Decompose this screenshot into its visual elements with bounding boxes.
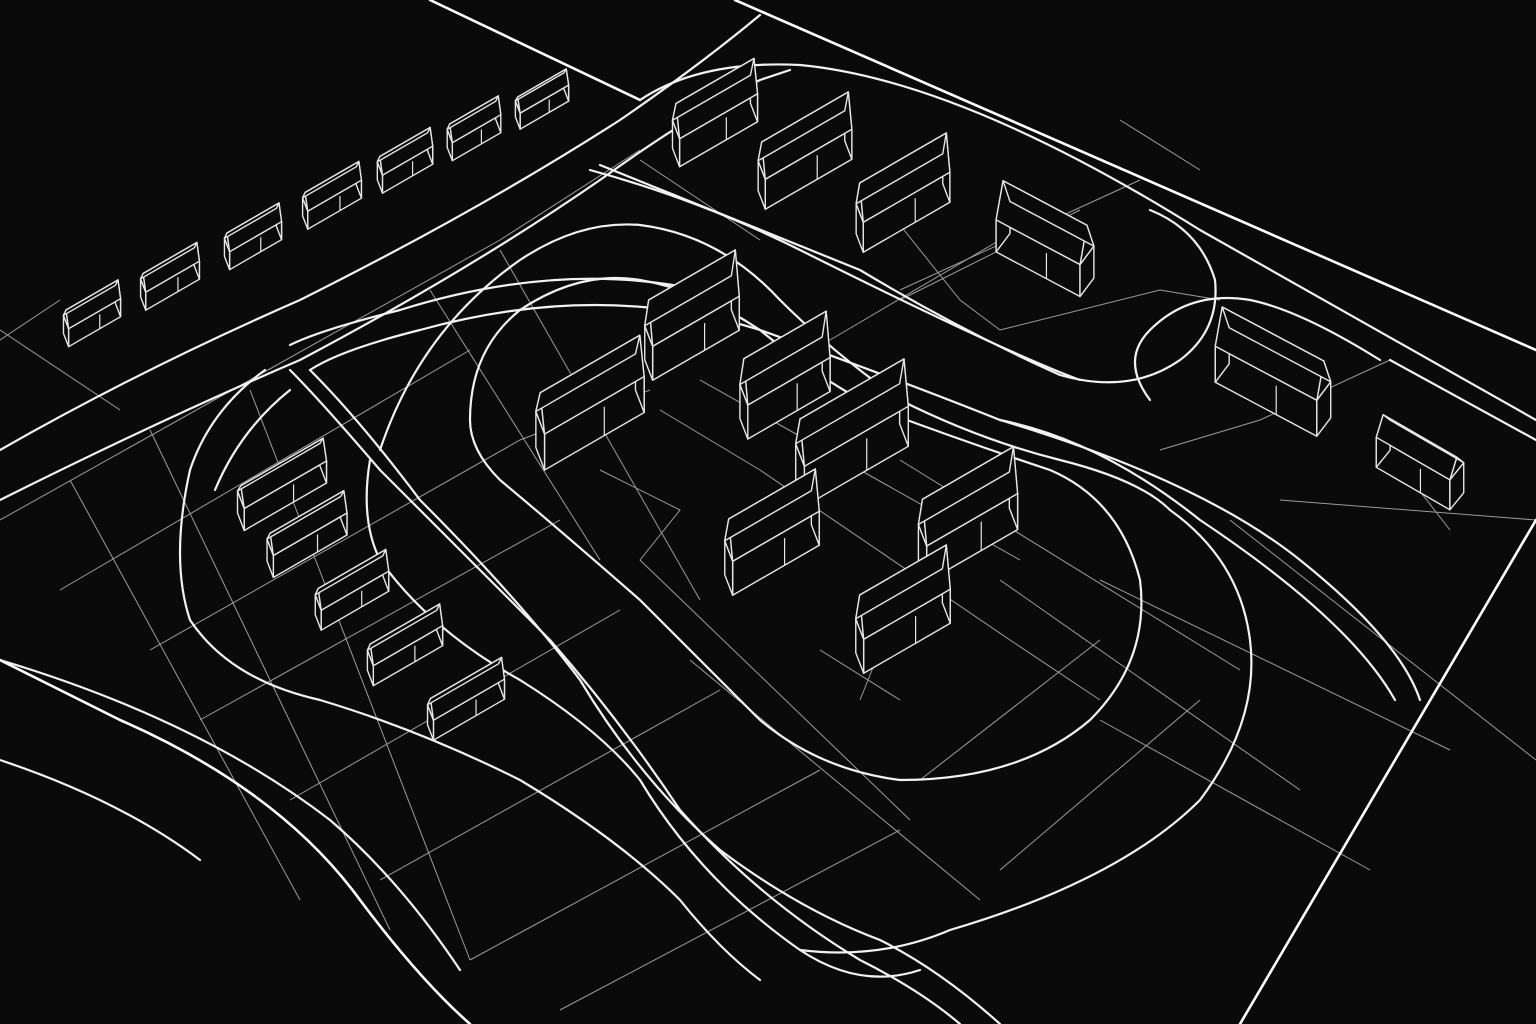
house-5 [376, 126, 434, 194]
southwest-road [0, 658, 462, 972]
parcel-edge-left [0, 658, 472, 1024]
east-road-curb-north [308, 303, 1422, 702]
house-21 [236, 437, 328, 532]
house-3 [223, 202, 283, 271]
cul-de-sac-right [1133, 296, 1382, 402]
house-14 [644, 249, 740, 381]
west-block-road-inner [213, 388, 292, 492]
main-road-curb-north [0, 13, 762, 452]
house-22 [266, 490, 348, 579]
house-23 [314, 548, 390, 631]
house-1 [62, 279, 122, 348]
house-24 [366, 603, 444, 687]
house-10 [855, 132, 951, 253]
house-15 [739, 310, 831, 440]
house-20 [724, 468, 820, 596]
south-road-lower [0, 758, 202, 862]
house-9 [757, 91, 853, 210]
house-18 [855, 544, 951, 674]
house-11 [995, 180, 1095, 298]
house-6 [446, 95, 502, 162]
parcel-edge-right [1238, 518, 1536, 1024]
house-8 [671, 57, 759, 168]
upper-loop-road-inner-2 [588, 168, 1082, 382]
central-loop-outer-2 [378, 223, 1253, 954]
east-vertical-road [1388, 358, 1536, 442]
parcel-edge-top [428, 0, 642, 102]
house-12 [1214, 306, 1332, 437]
house-17 [917, 446, 1019, 583]
house-4 [301, 160, 363, 230]
winding-road-curb-east [288, 368, 962, 1024]
house-25 [426, 656, 506, 741]
east-connector [998, 418, 1397, 702]
west-block-road-outer [178, 368, 762, 982]
house-7 [514, 68, 570, 130]
house-13 [1375, 414, 1465, 511]
house-2 [139, 241, 201, 311]
central-loop-inner [468, 276, 1143, 782]
upper-loop-road-outer [638, 63, 1536, 422]
house-19 [535, 334, 645, 471]
upper-loop-road-inner [598, 163, 1217, 384]
east-road-curb-south [288, 277, 702, 347]
winding-road-curb-west [308, 368, 1002, 1024]
buildings [62, 57, 1465, 741]
parcel-edge-top-right [733, 0, 1536, 352]
